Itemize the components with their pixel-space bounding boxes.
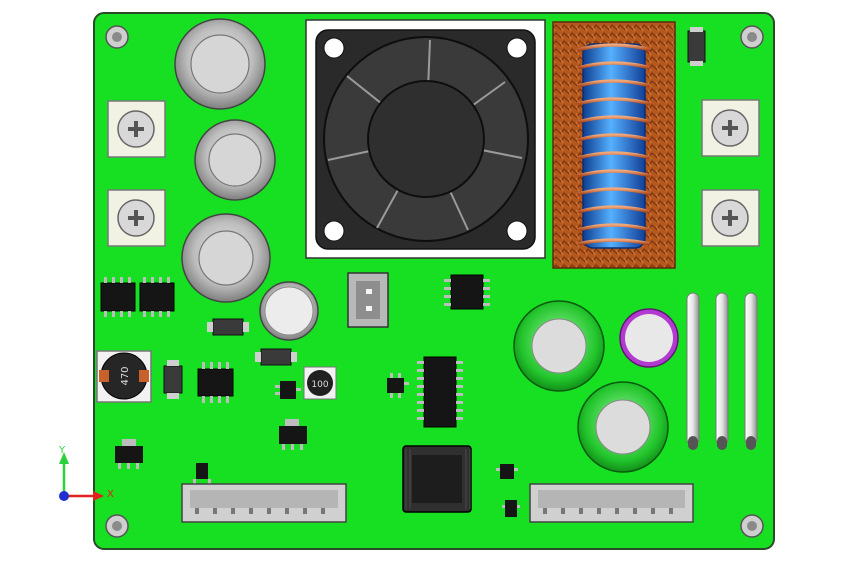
connector-bottom-right [529, 483, 694, 523]
small-inductor-label: 100 [311, 380, 328, 390]
inductor-label: 470 [120, 366, 131, 385]
transistor-small-left [193, 463, 211, 484]
mount-screw-top-left [105, 25, 129, 49]
screw-terminal-right-top [701, 99, 760, 157]
x-axis-arrowhead [93, 491, 104, 501]
ic-soic16 [417, 356, 463, 428]
screw-terminal-left-bottom [107, 189, 166, 247]
pin-post-1 [686, 292, 700, 450]
transistor-sot23-1 [275, 381, 301, 399]
axis-origin [59, 491, 69, 501]
capacitor-grey-3 [181, 213, 271, 303]
mount-screw-top-right [740, 25, 764, 49]
capacitor-purple [619, 308, 679, 368]
diode-smd-vertical [163, 360, 183, 399]
ic-soic-mid [197, 362, 234, 403]
connector-bottom-left [181, 483, 347, 523]
y-axis-label: Y [58, 445, 66, 456]
ic-soic-left-1 [100, 277, 136, 317]
capacitor-green-2 [577, 381, 669, 473]
diode-smd-1 [207, 318, 249, 336]
mount-screw-bottom-left [105, 514, 129, 538]
capacitor-grey-1 [174, 18, 266, 110]
diode-smd-2 [255, 348, 297, 366]
mount-screw-bottom-right [740, 514, 764, 538]
diode-top-right [687, 27, 706, 66]
screw-terminal-right-bottom [701, 189, 760, 247]
cooling-fan [305, 19, 546, 259]
regulator-sot223-1 [279, 419, 307, 450]
capacitor-grey-2 [194, 119, 276, 201]
header-connector-2pin [347, 272, 389, 328]
pin-post-3 [744, 292, 758, 450]
axis-triad: Y X [58, 445, 114, 501]
ic-soic-left-2 [139, 277, 175, 317]
transistor-small-mid-1 [496, 464, 518, 479]
microcontroller-qfp [402, 445, 472, 513]
inductor-100: 100 [303, 366, 337, 400]
screw-terminal-left-top [107, 100, 166, 158]
power-inductor-470: 470 [96, 350, 152, 403]
capacitor-grey-small [259, 281, 319, 341]
transistor-sot23-2 [387, 373, 409, 398]
regulator-sot223-2 [115, 439, 143, 469]
capacitor-green-1 [513, 300, 605, 392]
coil-inductor [552, 21, 676, 269]
pin-post-2 [715, 292, 729, 450]
x-axis-label: X [107, 489, 114, 500]
transistor-small-mid-2 [502, 500, 520, 517]
ic-soic-center [444, 274, 490, 310]
y-axis-arrowhead [59, 452, 69, 464]
